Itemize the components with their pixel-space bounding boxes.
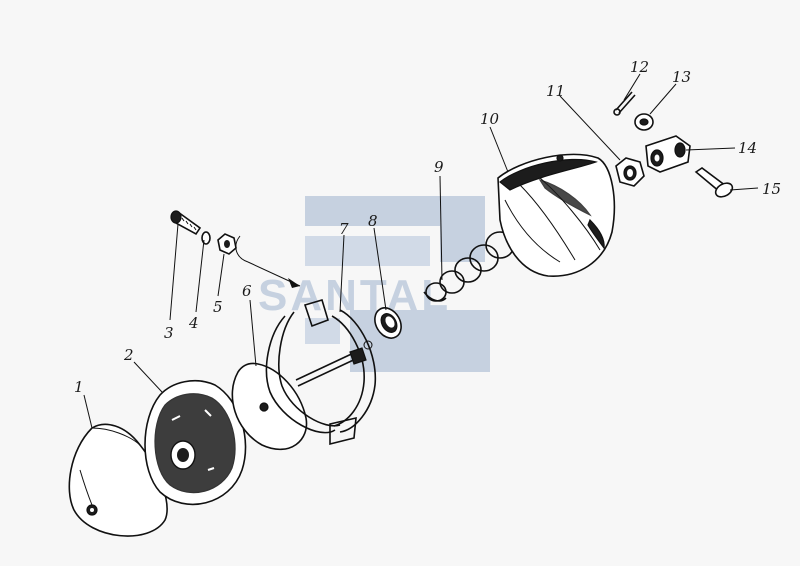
callout-12: 12 — [630, 58, 649, 76]
callout-10: 10 — [480, 110, 500, 128]
part-8-ring — [374, 307, 402, 339]
callout-8: 8 — [368, 212, 378, 230]
part-10-drum — [497, 153, 616, 277]
part-2-housing — [144, 379, 247, 506]
part-1-cone-cover — [68, 423, 168, 537]
callout-1: 1 — [74, 378, 84, 396]
callout-9: 9 — [434, 158, 444, 176]
assembly-arrow — [235, 235, 301, 288]
part-5-nut — [217, 233, 237, 255]
callout-3: 3 — [164, 324, 174, 342]
callout-7: 7 — [339, 220, 349, 238]
callout-2: 2 — [123, 346, 134, 364]
part-7-bracket — [265, 299, 377, 446]
callout-14: 14 — [738, 139, 757, 157]
part-12-cotter-pin — [613, 91, 636, 116]
part-11-nut — [615, 157, 645, 187]
part-13-washer — [634, 113, 654, 131]
callout-15: 15 — [762, 180, 781, 198]
callout-11: 11 — [546, 82, 565, 100]
leader-lines — [83, 73, 759, 429]
callout-5: 5 — [213, 298, 223, 316]
callout-labels: 1 2 3 4 5 6 7 8 9 10 11 12 13 14 15 — [74, 58, 781, 396]
watermark-text: SANTAL — [258, 271, 451, 320]
part-9-spring — [423, 231, 515, 302]
part-4-washer — [201, 231, 211, 245]
part-15-pin — [694, 167, 734, 198]
part-14-clevis — [645, 135, 691, 173]
part-6-plate — [231, 362, 308, 451]
callout-4: 4 — [188, 314, 199, 332]
callout-13: 13 — [672, 68, 691, 86]
callout-6: 6 — [242, 282, 252, 300]
part-3-bolt — [170, 210, 202, 236]
